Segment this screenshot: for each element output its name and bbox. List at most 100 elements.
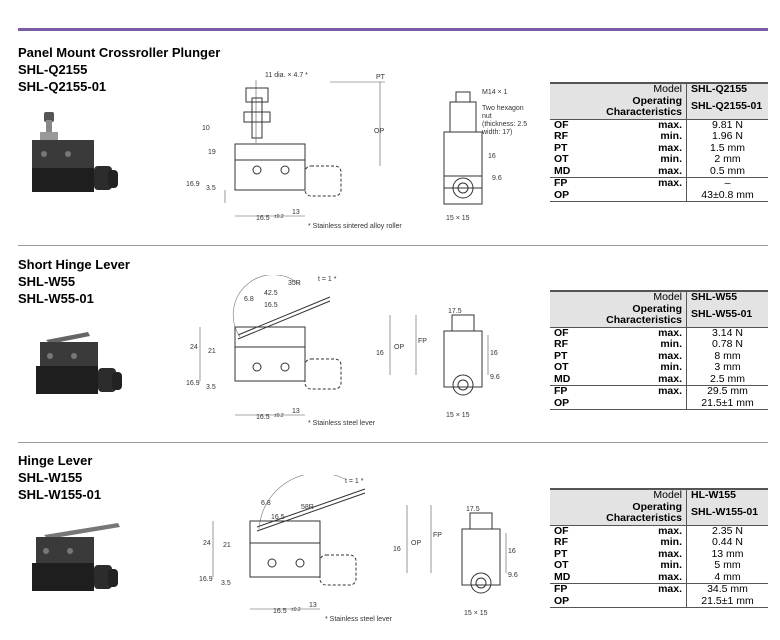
op-characteristics-label: Operating Characteristics [550,95,687,119]
dim-label: 16 [488,153,496,160]
accent-bar [18,28,768,31]
row-qualifier: max. [618,326,687,339]
dim-label: 11 dia. × 4.7 * [265,72,308,79]
row-qualifier: min. [660,536,682,548]
dim-label: M14 × 1 [482,89,508,96]
op-characteristics-label: Operating Characteristics [550,501,687,525]
op-characteristics-label: Operating Characteristics [550,303,687,327]
row-qualifier: max. [658,547,682,560]
row-key: RF [554,130,568,142]
row-qualifier: max. [658,164,682,177]
row-key: PT [554,547,568,560]
switch-photo [32,523,120,591]
row-key: FP [550,385,618,398]
dim-label: 16.5 [264,302,278,309]
dim-label: 15 × 15 [464,610,488,617]
row-key: RF [554,338,568,350]
dim-label: 9.6 [492,175,502,182]
row-qualifier [618,398,687,410]
dim-label: 42.5 [264,290,278,297]
dim-label: 16.9 [186,380,200,387]
row-key: OT [554,361,569,373]
row-key: PT [554,141,568,154]
row-value: 21.5±1 mm [686,397,768,410]
dim-label: 15 × 15 [446,412,470,419]
dim-label: 13 [292,408,300,415]
model-value: SHL-Q2155-01 [686,95,768,119]
row-value: 34.5 mm [686,583,768,596]
row-qualifier: max. [618,583,687,596]
row-key: OP [554,396,570,409]
dim-label: 24 [203,540,211,547]
dim-label: 3.5 [206,384,216,391]
row-value: 8 mm [686,350,768,362]
dim-label: 16.5 [256,215,270,222]
row-value: – [686,177,768,190]
dim-label: 6.8 [244,296,254,303]
row-key: PT [554,349,568,362]
row-key: OT [554,559,569,571]
dim-label: 21 [208,348,216,355]
section-title: Panel Mount Crossroller Plunger [18,45,221,60]
row-value: 0.44 N [686,536,768,549]
dim-label: 3.5 [221,580,231,587]
dim-label: 16.5 [273,608,287,615]
dim-label: 16.9 [199,576,213,583]
row-value: 0.5 mm [686,165,768,178]
dim-label: FP [433,532,442,539]
dim-label: 16 [376,350,384,357]
row-value: 9.81 N [686,118,768,131]
row-value: 2 mm [686,153,768,166]
row-qualifier: max. [658,570,682,583]
row-qualifier: max. [618,524,687,537]
row-key: OT [554,153,569,165]
model-name: SHL-W155-01 [18,487,102,502]
model-label: Model [550,489,687,502]
dim-label: FP [418,338,427,345]
model-name: SHL-W55-01 [18,291,94,306]
dim-label: 24 [190,344,198,351]
dim-label: (thickness: 2.5 [482,121,527,128]
dim-label: 16 [393,546,401,553]
row-qualifier: min. [660,153,682,165]
dim-label: 9.6 [508,572,518,579]
row-value: 1.5 mm [686,142,768,154]
dim-label: ±0.2 [291,607,301,613]
row-key: MD [554,164,571,177]
model-label: Model [550,291,687,304]
section-title: Short Hinge Lever [18,257,130,272]
model-value: SHL-W55-01 [686,303,768,327]
row-key: OP [554,188,570,201]
dim-label: t = 1 * [318,276,337,283]
row-key: MD [554,372,571,385]
dim-label: 16 [490,350,498,357]
dim-label: OP [394,344,404,351]
drawing-caption: * Stainless sintered alloy roller [308,223,402,230]
side-dimension-drawing: 17.5 16 9.6 15 × 15 [443,308,500,419]
dim-label: 35R [288,280,301,287]
row-value: 5 mm [686,559,768,572]
side-dimension-drawing: M14 × 1 Two hexagon nut (thickness: 2.5 … [443,89,527,222]
dim-label: 13 [309,602,317,609]
switch-photo [32,112,118,192]
row-value: 2.5 mm [686,373,768,386]
model-value: SHL-W155-01 [686,501,768,525]
model-name: SHL-Q2155 [18,62,88,77]
section-title: Hinge Lever [18,453,93,468]
dim-label: 16.9 [186,181,200,188]
row-qualifier: min. [660,338,682,350]
row-key: OF [550,118,618,131]
dim-label: ±0.2 [274,214,284,220]
dim-label: 13 [292,209,300,216]
model-value: HL-W155 [686,489,768,502]
row-value: 4 mm [686,571,768,584]
dim-label: 21 [223,542,231,549]
drawing-caption: * Stainless steel lever [308,420,375,427]
row-qualifier: max. [658,372,682,385]
switch-photo [36,332,122,394]
row-qualifier [618,190,687,202]
section-divider [18,245,768,246]
dim-label: 16 [508,548,516,555]
row-value: 3 mm [686,361,768,374]
row-value: 0.78 N [686,338,768,351]
